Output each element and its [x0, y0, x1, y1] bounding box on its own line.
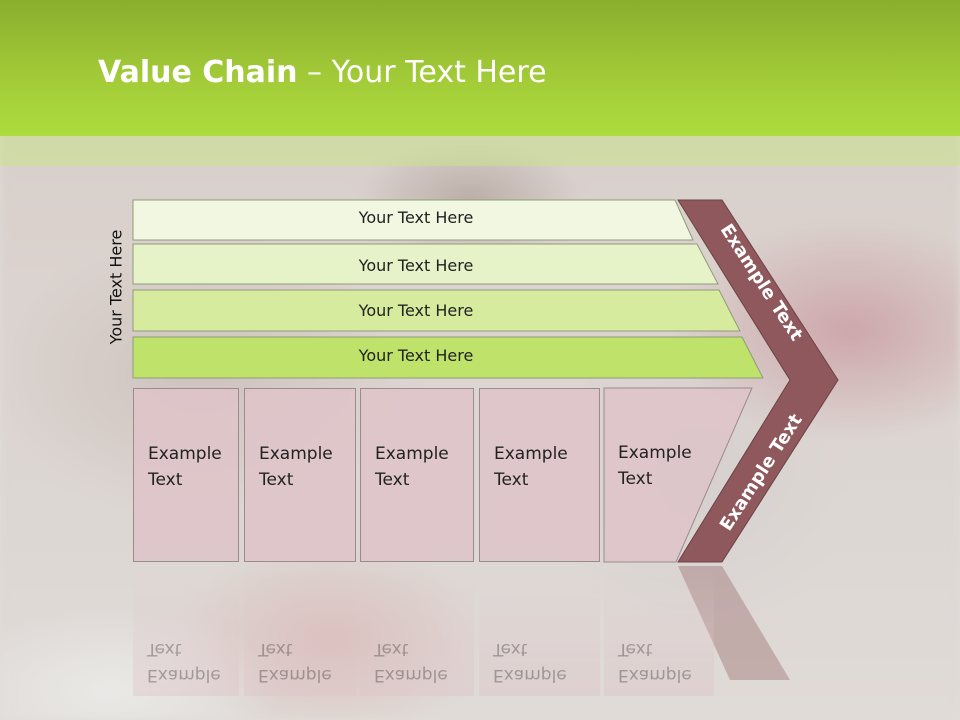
box-reflection-label: Example Text	[618, 639, 692, 685]
margin-chevron	[677, 199, 839, 563]
box-reflection-label: Example Text	[147, 639, 221, 685]
box-reflection: Example Text	[133, 566, 239, 696]
primary-activity-label: Example Text	[494, 444, 568, 490]
primary-activity-label: Example Text	[259, 444, 333, 490]
support-bar-1	[132, 199, 694, 241]
support-bar-label-4: Your Text Here	[358, 346, 474, 365]
box-reflection: Example Text	[244, 566, 356, 696]
support-bar-label-3: Your Text Here	[358, 301, 474, 320]
primary-activity-box: Example Text	[244, 388, 356, 562]
support-bar-3	[132, 289, 741, 332]
box-reflection: Example Text	[604, 566, 714, 696]
slide-title: Value Chain – Your Text Here	[98, 55, 547, 90]
title-banner	[0, 0, 960, 136]
primary-activity-box: Example Text	[360, 388, 474, 562]
box-reflection: Example Text	[479, 566, 600, 696]
support-bar-label-1: Your Text Here	[358, 208, 474, 227]
primary-activity-label: Example Text	[375, 444, 449, 490]
primary-activity-label: Example Text	[148, 444, 222, 490]
slide-title-bold: Value Chain	[98, 55, 298, 90]
box-reflection-label: Example Text	[374, 639, 448, 685]
box-reflection: Example Text	[360, 566, 474, 696]
primary-activity-label: Example Text	[618, 443, 692, 489]
primary-activity-box: Example Text	[133, 388, 239, 562]
support-bar-label-2: Your Text Here	[358, 256, 474, 275]
support-bar-4	[132, 336, 764, 379]
slide-title-rest: – Your Text Here	[297, 55, 547, 90]
box-reflection-label: Example Text	[258, 639, 332, 685]
box-5-shape	[603, 387, 753, 563]
title-banner-strip	[0, 136, 960, 166]
primary-activity-box: Example Text	[479, 388, 600, 562]
box-reflection-label: Example Text	[493, 639, 567, 685]
support-bar-2	[132, 243, 719, 285]
margin-chevron-reflection	[678, 566, 790, 680]
